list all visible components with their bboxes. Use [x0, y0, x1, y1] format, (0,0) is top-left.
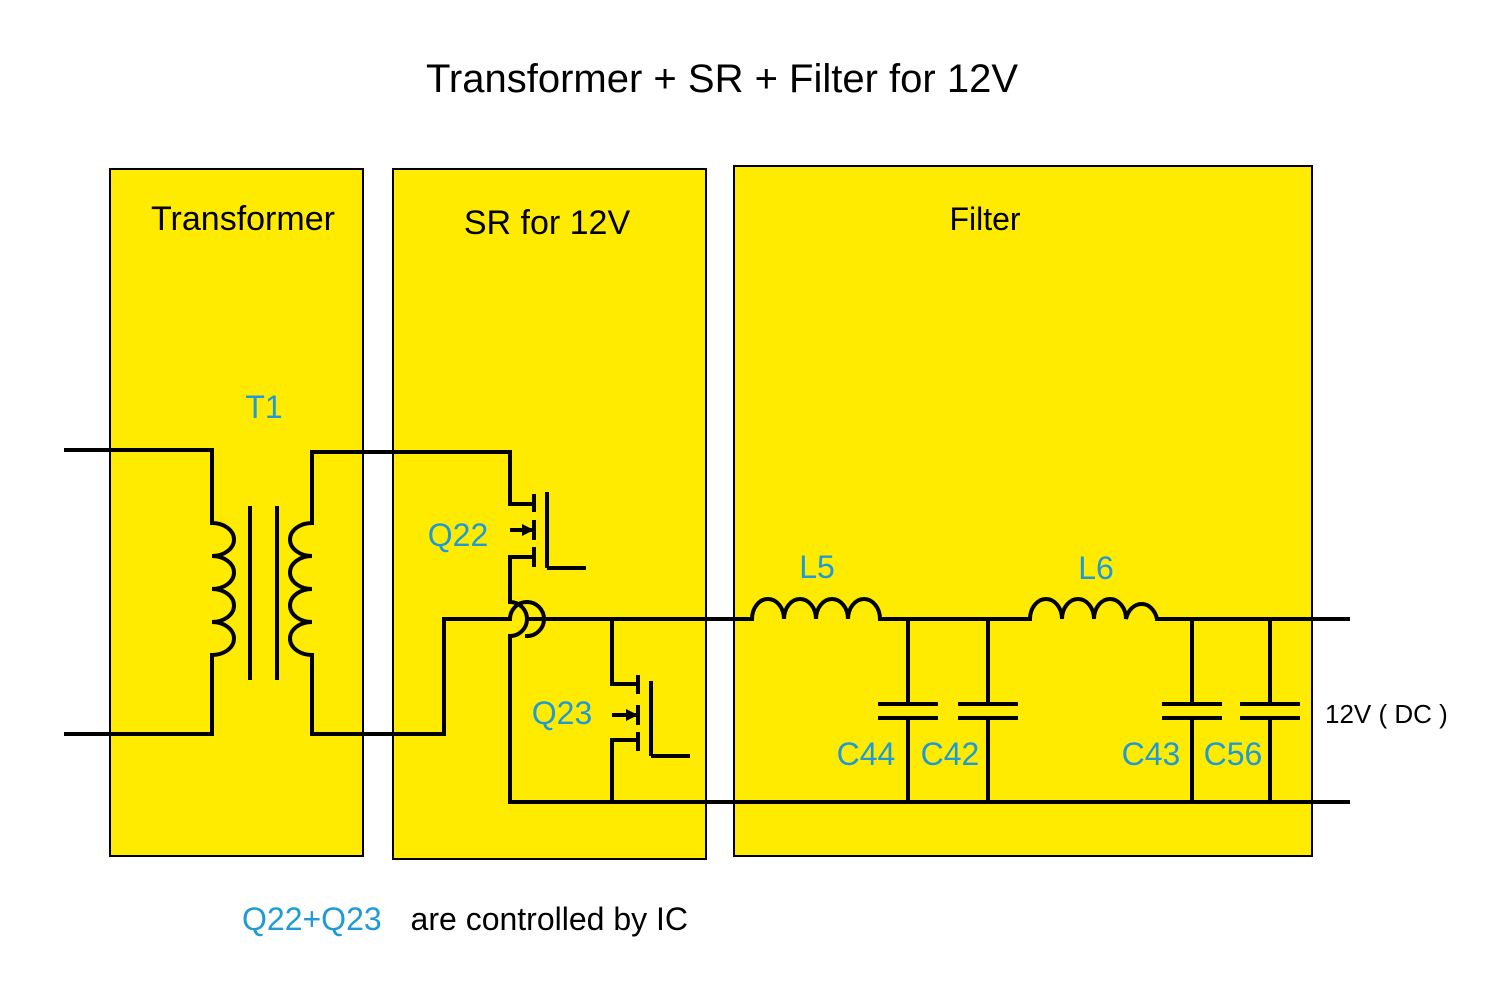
transformer-block [109, 168, 364, 857]
inductors [750, 597, 1159, 620]
wires [64, 448, 1350, 804]
secondary-top-wire [310, 450, 512, 525]
primary-bottom-wire [64, 653, 214, 736]
t1-secondary-coil [288, 521, 313, 657]
footnote: Q22+Q23 are controlled by IC [242, 901, 688, 937]
footnote-text: are controlled by IC [411, 901, 688, 937]
q22-mosfet-symbol [510, 492, 586, 570]
q23-label: Q23 [532, 695, 592, 731]
q22-label: Q22 [428, 517, 488, 553]
capacitors [878, 702, 1300, 720]
c42-label: C42 [921, 736, 980, 772]
filter-block-label: Filter [949, 201, 1020, 237]
output-voltage-label: 12V ( DC ) [1325, 699, 1448, 729]
t1-label: T1 [245, 389, 282, 425]
filter-block [733, 165, 1313, 857]
t1-primary-coil [211, 521, 236, 657]
diagram-title: Transformer + SR + Filter for 12V [426, 57, 1018, 101]
q22-arrow-icon [522, 524, 534, 536]
primary-top-wire [64, 448, 214, 525]
secondary-bottom-wire [310, 617, 512, 736]
l5-inductor-symbol [750, 597, 882, 620]
c56-label: C56 [1204, 736, 1263, 772]
l6-inductor-symbol [1028, 597, 1159, 620]
q23-arrow-icon [626, 709, 638, 721]
sr-block-label: SR for 12V [464, 204, 631, 242]
q23-mosfet-symbol [612, 675, 690, 758]
transformer-t1-symbol [211, 506, 313, 680]
transformer-block-label: Transformer [151, 200, 335, 238]
footnote-highlight: Q22+Q23 [242, 901, 382, 937]
sr-block [392, 168, 707, 860]
l5-label: L5 [799, 549, 835, 585]
c44-label: C44 [837, 736, 896, 772]
c43-label: C43 [1122, 736, 1181, 772]
rail-jumper-arc [507, 599, 529, 639]
l6-label: L6 [1078, 550, 1114, 586]
